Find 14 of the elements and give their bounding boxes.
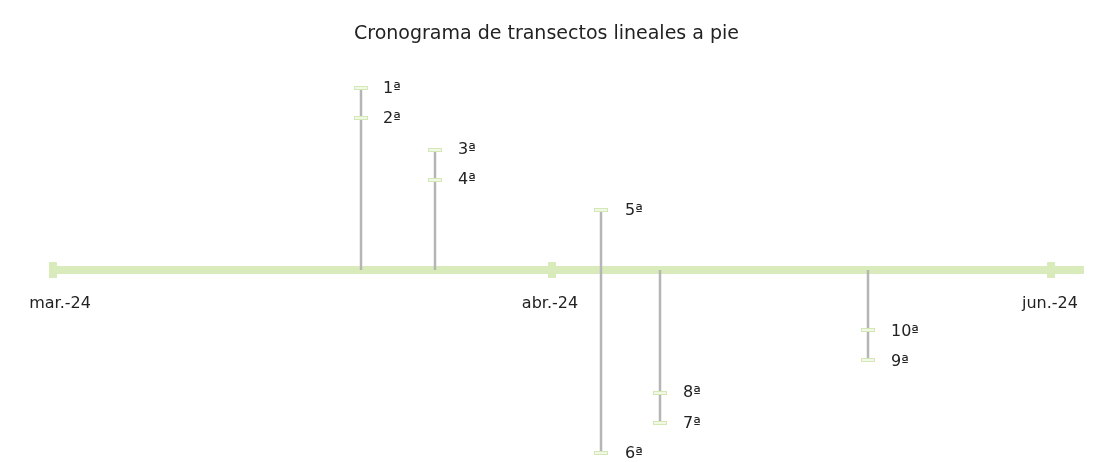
event-label: 4ª [458, 169, 476, 189]
event-label: 2ª [383, 108, 401, 128]
date-label: mar.-24 [29, 293, 91, 313]
event-label: 8ª [683, 382, 701, 402]
date-label: jun.-24 [1022, 293, 1078, 313]
event-label: 1ª [383, 78, 401, 98]
event-label: 10ª [891, 321, 919, 341]
event-label: 7ª [683, 413, 701, 433]
event-label: 5ª [625, 200, 643, 220]
date-label: abr.-24 [521, 293, 579, 313]
event-label: 9ª [891, 351, 909, 371]
event-label: 3ª [458, 139, 476, 159]
chart-title: Cronograma de transectos lineales a pie [353, 20, 740, 44]
event-label: 6ª [625, 443, 643, 462]
